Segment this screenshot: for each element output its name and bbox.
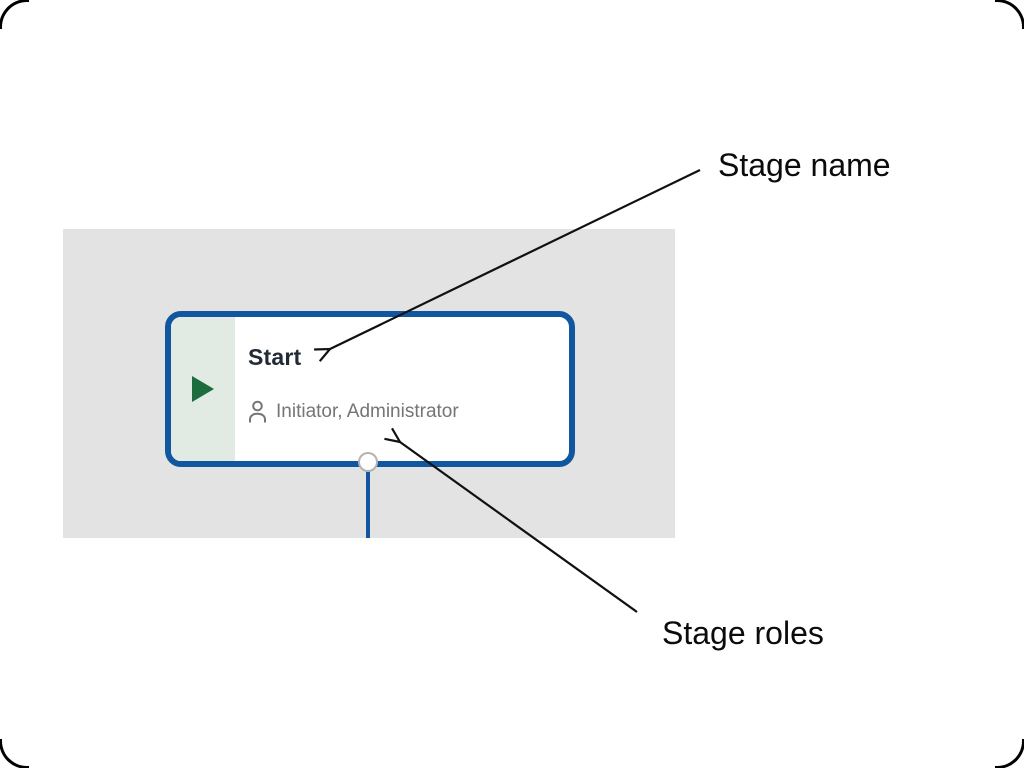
- stage-accent-strip: [171, 317, 235, 461]
- play-icon: [192, 376, 214, 402]
- connector-dot[interactable]: [358, 452, 378, 472]
- person-icon: [249, 400, 266, 423]
- stage-title: Start: [248, 344, 302, 370]
- stage-connector-line: [366, 469, 370, 538]
- screen-corner-top-right: [995, 0, 1024, 29]
- annotation-stage-roles: Stage roles: [662, 615, 824, 651]
- stage-node-start[interactable]: Start Initiator, Administrator: [165, 311, 575, 467]
- screen-corner-bottom-left: [0, 739, 29, 768]
- screen-corner-bottom-right: [995, 739, 1024, 768]
- screen-corner-top-left: [0, 0, 29, 29]
- annotation-stage-name: Stage name: [718, 147, 891, 183]
- stage-roles-row: Initiator, Administrator: [247, 400, 459, 423]
- stage-body: Start Initiator, Administrator: [235, 317, 569, 461]
- stage-roles: Initiator, Administrator: [276, 400, 459, 422]
